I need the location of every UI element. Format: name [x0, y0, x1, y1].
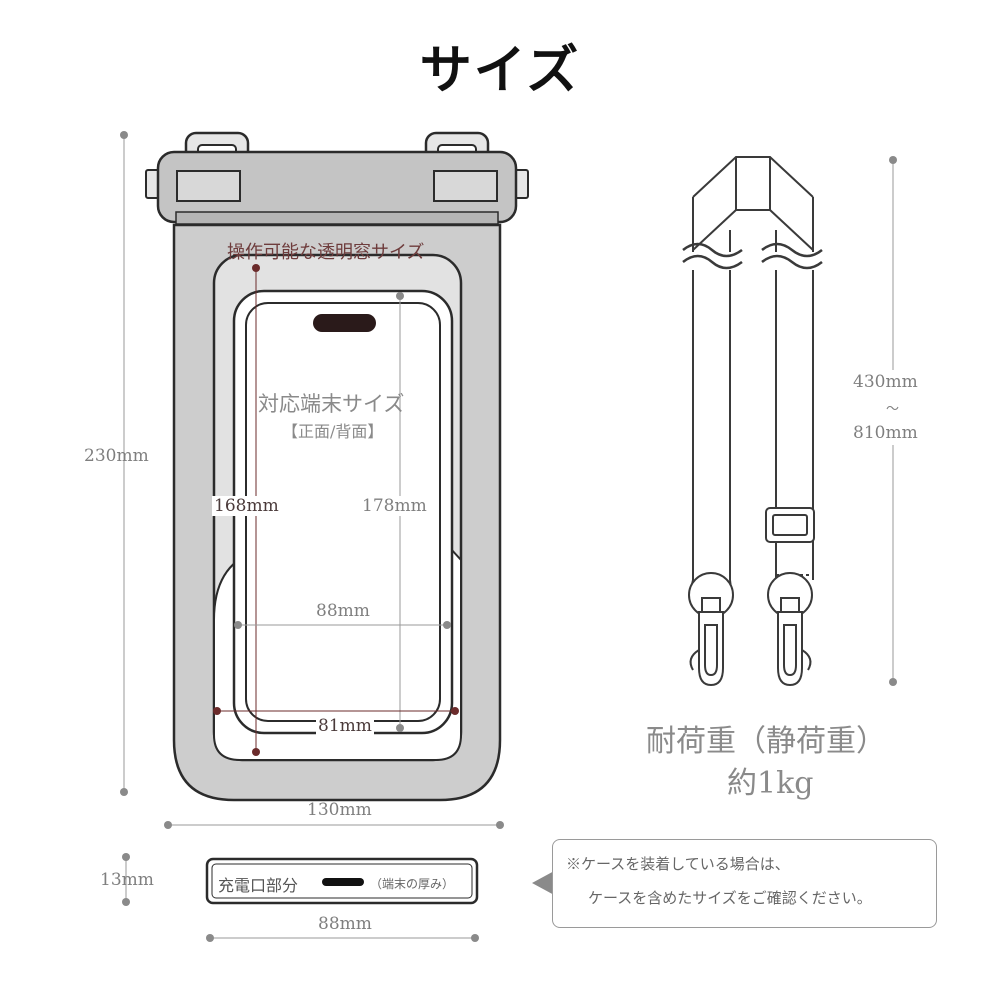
charging-width-label: 88mm [318, 914, 372, 934]
pouch-width-label: 130mm [307, 800, 372, 820]
device-height-label: 178mm [360, 496, 429, 516]
notice-line-1: ※ケースを装着している場合は、 [566, 855, 790, 873]
device-size-label: 対応端末サイズ [258, 392, 405, 416]
pouch-height-label: 230mm [84, 446, 149, 466]
charging-port-note: （端末の厚み） [370, 877, 455, 891]
charging-thickness-label: 13mm [100, 870, 154, 890]
window-height-label: 168mm [212, 496, 281, 516]
strap-tilde-label: ～ [886, 402, 900, 417]
charging-port-label: 充電口部分 [218, 876, 299, 895]
charging-port-drawing [122, 853, 479, 942]
window-size-label: 操作可能な透明窓サイズ [227, 242, 425, 263]
window-width-label: 81mm [316, 716, 374, 736]
strap-dimension [889, 156, 897, 686]
notice-arrow-icon [532, 870, 556, 896]
strap-min-label: 430mm [853, 372, 918, 392]
pouch-drawing [145, 131, 529, 802]
dimension-dots [120, 131, 504, 829]
notice-line-2: ケースを含めたサイズをご確認ください。 [588, 889, 872, 907]
page-title: サイズ [419, 41, 581, 101]
load-capacity-title: 耐荷重（静荷重） [646, 724, 886, 759]
device-size-sublabel: 【正面/背面】 [282, 422, 384, 441]
strap-drawing [682, 156, 823, 687]
device-width-label: 88mm [316, 601, 370, 621]
notice-box [552, 839, 937, 928]
strap-max-label: 810mm [853, 423, 918, 443]
load-capacity-value: 約1kg [727, 766, 814, 801]
